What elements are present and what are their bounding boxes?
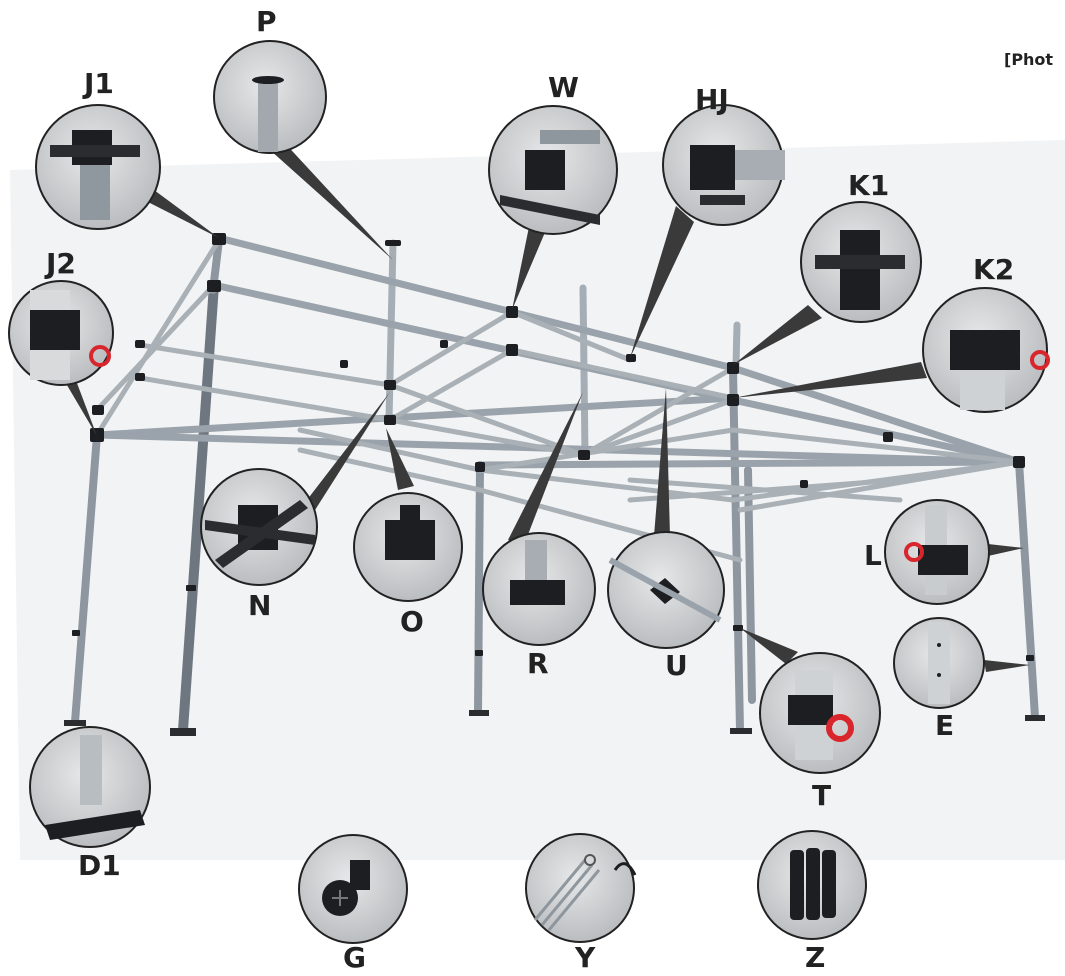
bubble-HJ (662, 104, 785, 226)
tent-frame (64, 233, 1045, 736)
label-W: W (548, 71, 579, 104)
bubble-G (298, 834, 408, 944)
label-HJ: HJ (695, 83, 729, 116)
label-T: T (812, 779, 832, 812)
center-masts (385, 239, 741, 459)
bubble-Y (525, 833, 637, 943)
bubble-R (482, 532, 596, 646)
label-Y: Y (575, 941, 596, 974)
photo-caption-fragment: [Phot (1004, 50, 1054, 69)
bubble-K1 (800, 201, 922, 323)
label-K1: K1 (848, 169, 890, 202)
detail-bubbles (8, 40, 1050, 944)
bubble-W (488, 105, 618, 235)
bubble-P (213, 40, 327, 154)
label-K2: K2 (973, 253, 1015, 286)
bubble-Z (757, 830, 867, 940)
label-D1: D1 (78, 849, 121, 882)
label-U: U (665, 649, 688, 682)
label-O: O (400, 605, 424, 638)
bubble-E (893, 617, 985, 709)
label-J1: J1 (84, 67, 114, 100)
bubble-O (353, 492, 463, 602)
joints (72, 233, 1034, 661)
label-E: E (935, 709, 955, 742)
bubble-L (884, 499, 990, 605)
label-Z: Z (805, 941, 826, 974)
label-N: N (248, 589, 272, 622)
label-L: L (864, 539, 882, 572)
label-R: R (527, 647, 549, 680)
scissor-bars (94, 237, 1022, 563)
label-G: G (343, 941, 366, 974)
bubble-K2 (922, 287, 1050, 413)
bubble-U (607, 531, 725, 649)
bubble-T (759, 652, 881, 774)
bubble-J2 (8, 280, 114, 386)
bubble-N (200, 468, 318, 586)
bubble-J1 (35, 104, 161, 230)
label-J2: J2 (46, 247, 76, 280)
feet (64, 710, 1045, 736)
legs (71, 236, 1039, 735)
label-P: P (256, 5, 277, 38)
bubble-D1 (29, 726, 151, 848)
